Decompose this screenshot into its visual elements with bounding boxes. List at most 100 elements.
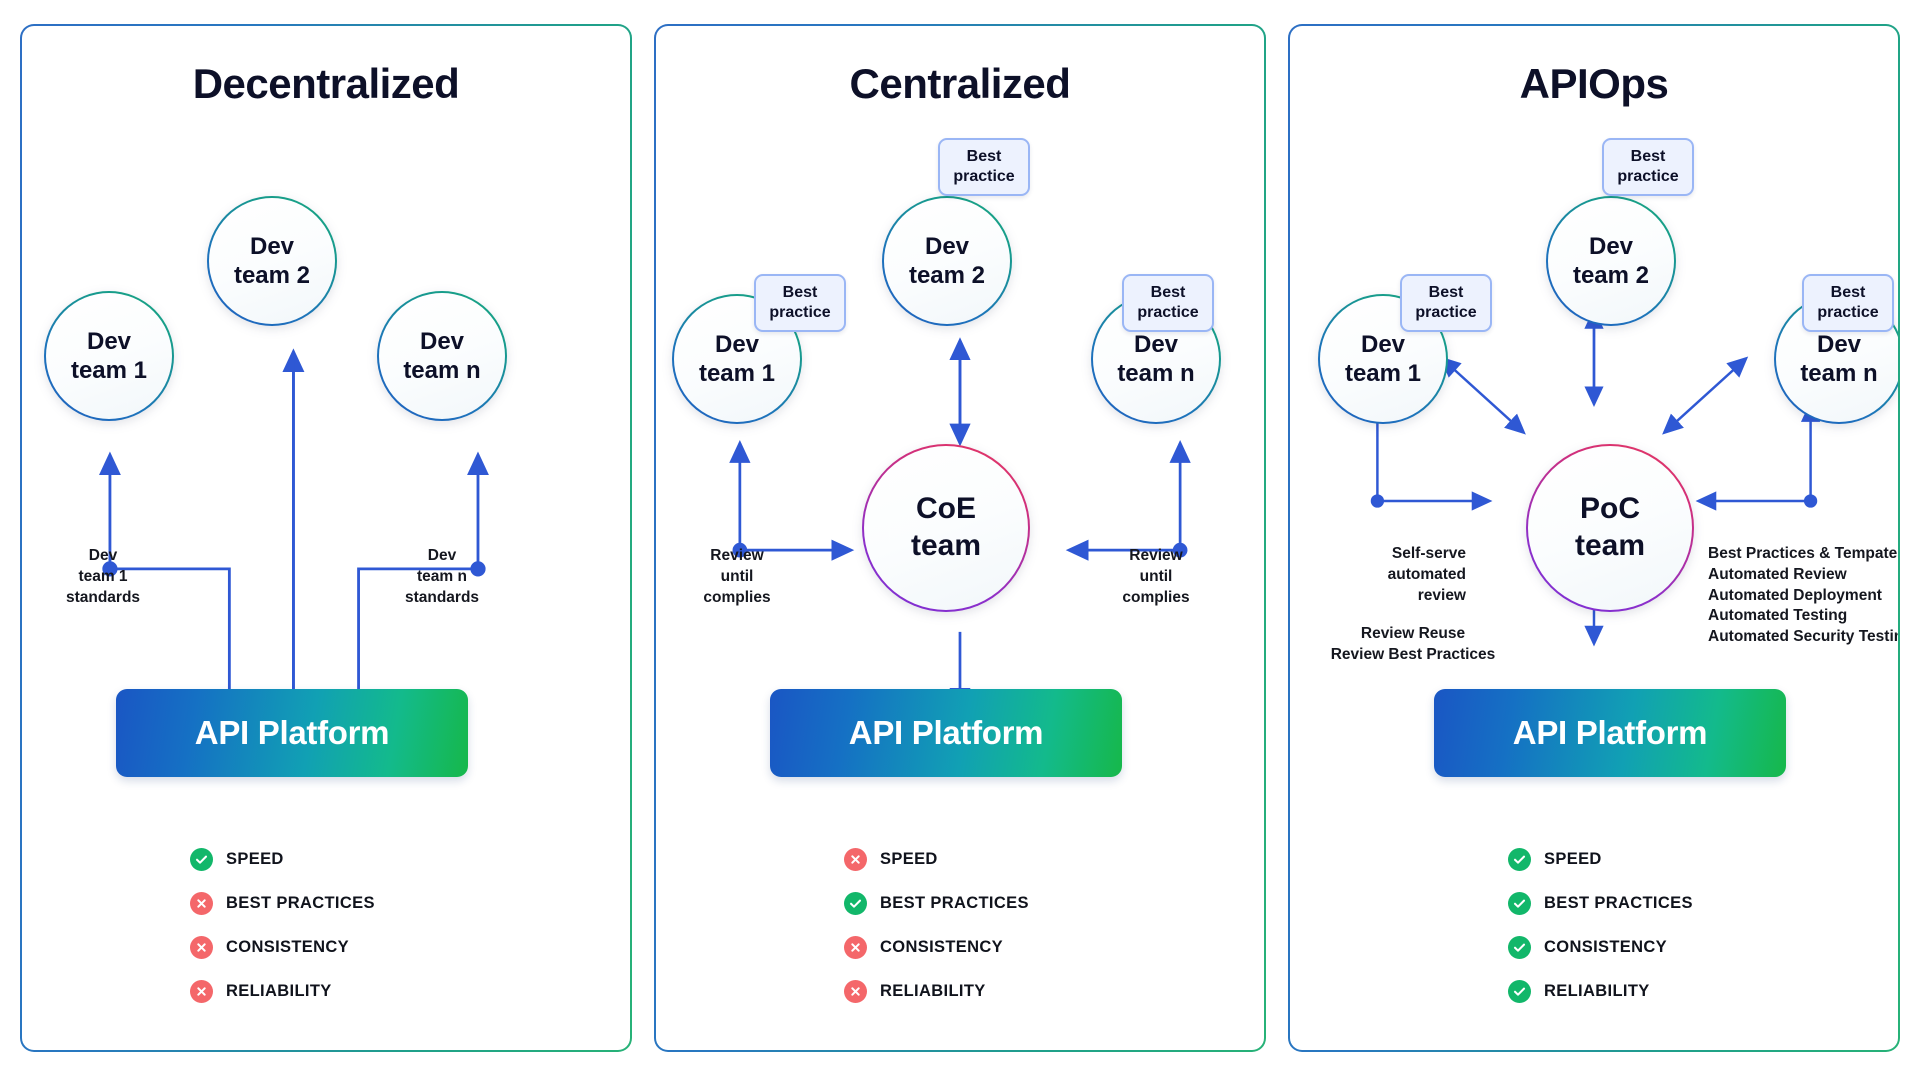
checklist-label: SPEED [226, 849, 284, 868]
checklist-row: BEST PRACTICES [844, 886, 1029, 920]
node-dev-team-1: Dev team 1 [44, 291, 174, 421]
node-face: Dev team 2 [883, 197, 1011, 325]
node-label-line1: Dev [1360, 330, 1406, 358]
checklist-label: RELIABILITY [226, 981, 332, 1000]
node-label-line2: team 2 [1572, 262, 1650, 289]
check-icon [1508, 935, 1531, 959]
check-icon [190, 847, 213, 871]
outcome-checklist: SPEED BEST PRACTICES CONSISTENCY RELIABI… [190, 842, 375, 1018]
checklist-row: RELIABILITY [844, 974, 1029, 1008]
bp-line2: practice [953, 168, 1015, 185]
bp-line1: Best [782, 284, 818, 302]
api-platform-bar: API Platform [116, 689, 468, 777]
cross-icon [844, 979, 867, 1003]
cross-icon [190, 891, 213, 915]
diagram-stage: Dev team 1 Best practice Dev team 2 [656, 26, 1264, 1050]
node-dev-team-2: Dev team 2 [882, 196, 1012, 326]
node-face: Dev team n [378, 292, 506, 420]
node-label-line1: Dev [1816, 330, 1862, 358]
check-icon [1508, 979, 1531, 1003]
node-label-line2: team n [403, 357, 481, 384]
junction-dot-right [1803, 494, 1818, 508]
node-label-line2: team 1 [1344, 360, 1422, 387]
node-dev-team-n: Dev team n [377, 291, 507, 421]
bp-line1: Best [1630, 148, 1666, 166]
checklist-row: CONSISTENCY [190, 930, 375, 964]
connector-label-teamn-standards: Dev team n standards [404, 547, 480, 606]
cross-icon [844, 935, 867, 959]
bp-line1: Best [1150, 284, 1186, 302]
checklist-label: BEST PRACTICES [880, 893, 1029, 912]
panel-inner: APIOps [1290, 26, 1898, 1050]
checklist-label: SPEED [880, 849, 938, 868]
node-label-line1: Dev [249, 232, 295, 260]
node-label-line2: team [1574, 529, 1646, 562]
node-coe-team: CoE team [862, 444, 1030, 612]
node-label-line2: team 1 [698, 360, 776, 387]
bp-line1: Best [1428, 284, 1464, 302]
node-face: Dev team 2 [1547, 197, 1675, 325]
checklist-row: CONSISTENCY [1508, 930, 1693, 964]
best-practice-tag-team2: Best practice [1602, 138, 1694, 196]
node-label-line2: team 2 [908, 262, 986, 289]
checklist-label: RELIABILITY [880, 981, 986, 1000]
node-face: Dev team 2 [208, 197, 336, 325]
connector-label-review-right: Review until complies [1122, 547, 1190, 606]
check-icon [844, 891, 867, 915]
node-face: PoC team [1527, 445, 1693, 611]
check-icon [1508, 847, 1531, 871]
checklist-row: SPEED [1508, 842, 1693, 876]
panel-decentralized: Decentralized [20, 24, 632, 1052]
checklist-label: CONSISTENCY [1544, 937, 1668, 956]
node-label-line2: team 2 [233, 262, 311, 289]
wire-teamn-poc-bidirectional [1662, 356, 1749, 435]
panel-apiops: APIOps [1288, 24, 1900, 1052]
checklist-row: BEST PRACTICES [1508, 886, 1693, 920]
node-label-line1: Dev [419, 327, 465, 355]
checklist-label: BEST PRACTICES [1544, 893, 1693, 912]
junction-dot-left [1370, 494, 1385, 508]
best-practice-tag-team1: Best practice [754, 274, 846, 332]
checklist-row: RELIABILITY [1508, 974, 1693, 1008]
best-practice-tag-teamn: Best practice [1802, 274, 1894, 332]
panel-inner: Decentralized [22, 26, 630, 1050]
node-face: Dev team 1 [45, 292, 173, 420]
node-label-line1: Dev [86, 327, 132, 355]
bp-line2: practice [769, 304, 831, 321]
node-label-line2: team [910, 529, 982, 562]
outcome-checklist: SPEED BEST PRACTICES CONSISTENCY RELIABI… [844, 842, 1029, 1018]
node-label-line2: team n [1117, 360, 1195, 387]
diagram-stage: Dev team 1 Dev team 2 Dev team n [22, 26, 630, 1050]
node-label-line1: Dev [924, 232, 970, 260]
checklist-row: BEST PRACTICES [190, 886, 375, 920]
node-label-line1: Dev [714, 330, 760, 358]
connector-label-self-serve: Self-serve automated review [1387, 545, 1466, 604]
node-label-line1: Dev [1133, 330, 1179, 358]
bp-line2: practice [1137, 304, 1199, 321]
page-title: Decentralized [192, 60, 460, 107]
node-dev-team-2: Dev team 2 [207, 196, 337, 326]
node-label-line1: Dev [1588, 232, 1634, 260]
connector-label-review-reuse: Review Reuse Review Best Practices [1330, 625, 1496, 663]
wire-team1-poc-bidirectional [1439, 356, 1526, 435]
bp-line2: practice [1817, 304, 1879, 321]
panel-inner: Centralized [656, 26, 1264, 1050]
outcome-checklist: SPEED BEST PRACTICES CONSISTENCY RELIABI… [1508, 842, 1693, 1018]
cross-icon [190, 979, 213, 1003]
api-platform-bar: API Platform [1434, 689, 1786, 777]
node-label-line2: team n [1800, 360, 1878, 387]
checklist-label: CONSISTENCY [880, 937, 1004, 956]
bp-line1: Best [1830, 284, 1866, 302]
bp-line2: practice [1617, 168, 1679, 185]
connector-label-review-left: Review until complies [703, 547, 771, 606]
node-dev-team-1: Dev team 1 [1318, 294, 1448, 424]
bp-line2: practice [1415, 304, 1477, 321]
node-dev-team-2: Dev team 2 [1546, 196, 1676, 326]
page-title: Centralized [849, 60, 1071, 107]
api-platform-bar: API Platform [770, 689, 1122, 777]
node-label-line1: CoE [916, 492, 976, 526]
cross-icon [844, 847, 867, 871]
checklist-label: CONSISTENCY [226, 937, 350, 956]
panel-centralized: Centralized [654, 24, 1266, 1052]
